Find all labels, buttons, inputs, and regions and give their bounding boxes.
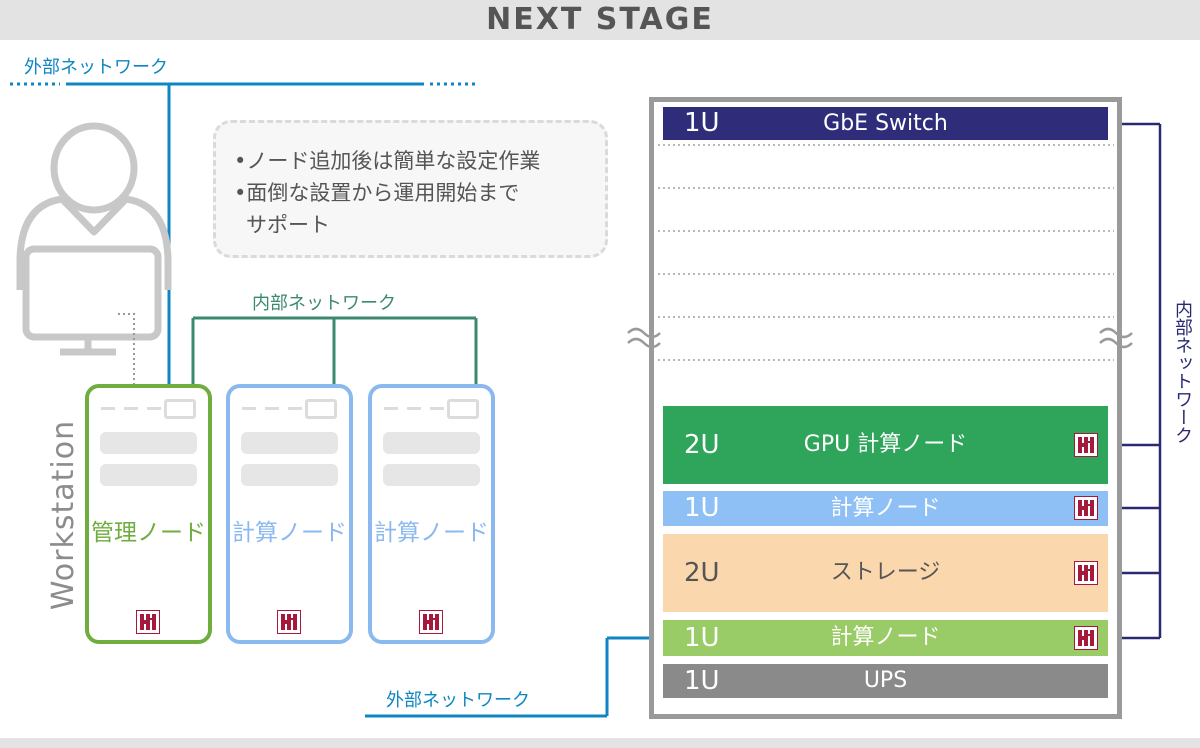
rack-unit-compute: 1U 計算ノード [663, 491, 1108, 526]
drive-slot [383, 464, 480, 486]
break-mark-icon [1099, 327, 1133, 349]
note-line-3: サポート [246, 213, 330, 237]
external-network-label-bottom: 外部ネットワーク [386, 690, 530, 711]
hpc-logo-icon [1074, 496, 1098, 520]
compute-node-1: 計算ノード [226, 384, 353, 644]
rack-unit-gbe-switch: 1U GbE Switch [663, 107, 1108, 140]
node-port [305, 399, 337, 419]
note-line-1: •ノード追加後は簡単な設定作業 [234, 149, 541, 173]
external-network-top-line [10, 82, 478, 384]
node-indicator [407, 407, 421, 410]
unit-size: 1U [684, 623, 720, 653]
rack-unit-ups: 1U UPS [663, 664, 1108, 698]
node-indicator [147, 407, 161, 410]
hpc-logo-icon [419, 610, 443, 634]
footer-bar [0, 738, 1200, 748]
unit-size: 1U [684, 493, 720, 523]
management-node: 管理ノード [85, 384, 212, 644]
drive-slot [241, 432, 338, 454]
internal-network-label-top: 内部ネットワーク [252, 293, 396, 314]
node-indicator [101, 407, 115, 410]
drive-slot [100, 464, 197, 486]
unit-name: 計算ノード [830, 496, 941, 521]
node-indicator [288, 407, 302, 410]
note-line-2: •面倒な設置から運用開始まで [234, 181, 520, 205]
hpc-logo-icon [1074, 433, 1098, 457]
notes-box: •ノード追加後は簡単な設定作業 •面倒な設置から運用開始まで サポート [213, 120, 608, 258]
unit-name: GPU 計算ノード [803, 432, 968, 457]
node-port [447, 399, 479, 419]
drive-slot [100, 432, 197, 454]
compute-node-2: 計算ノード [368, 384, 495, 644]
unit-name: ストレージ [830, 560, 941, 585]
unit-size: 1U [684, 666, 720, 696]
node-indicator [430, 407, 444, 410]
hpc-logo-icon [1074, 561, 1098, 585]
rack-unit-gpu-compute: 2U GPU 計算ノード [663, 406, 1108, 484]
hpc-logo-icon [1074, 626, 1098, 650]
node-indicator [265, 407, 279, 410]
node-label: 計算ノード [232, 520, 347, 546]
monitor-link-line [118, 313, 135, 384]
header-bar [0, 0, 1200, 40]
drive-slot [383, 432, 480, 454]
unit-name: UPS [863, 668, 908, 693]
node-port [164, 399, 196, 419]
hpc-logo-icon [136, 610, 160, 634]
rack-unit-storage: 2U ストレージ [663, 534, 1108, 612]
break-mark-icon [627, 327, 661, 349]
unit-size: 1U [684, 108, 720, 138]
rack-unit-compute: 1U 計算ノード [663, 620, 1108, 656]
unit-name: 計算ノード [830, 625, 941, 650]
unit-size: 2U [684, 558, 720, 588]
node-indicator [242, 407, 256, 410]
page-title: NEXT STAGE [486, 2, 714, 37]
unit-size: 2U [684, 430, 720, 460]
internal-network-nodes-line [191, 316, 478, 384]
node-label: 計算ノード [374, 520, 489, 546]
internal-network-label-right: 内部ネットワーク [1172, 300, 1193, 444]
node-indicator [384, 407, 398, 410]
user-icon [16, 122, 172, 290]
node-indicator [124, 407, 138, 410]
hpc-logo-icon [277, 610, 301, 634]
node-label: 管理ノード [91, 520, 206, 546]
external-network-label-top: 外部ネットワーク [24, 57, 168, 78]
unit-name: GbE Switch [823, 111, 948, 136]
drive-slot [241, 464, 338, 486]
